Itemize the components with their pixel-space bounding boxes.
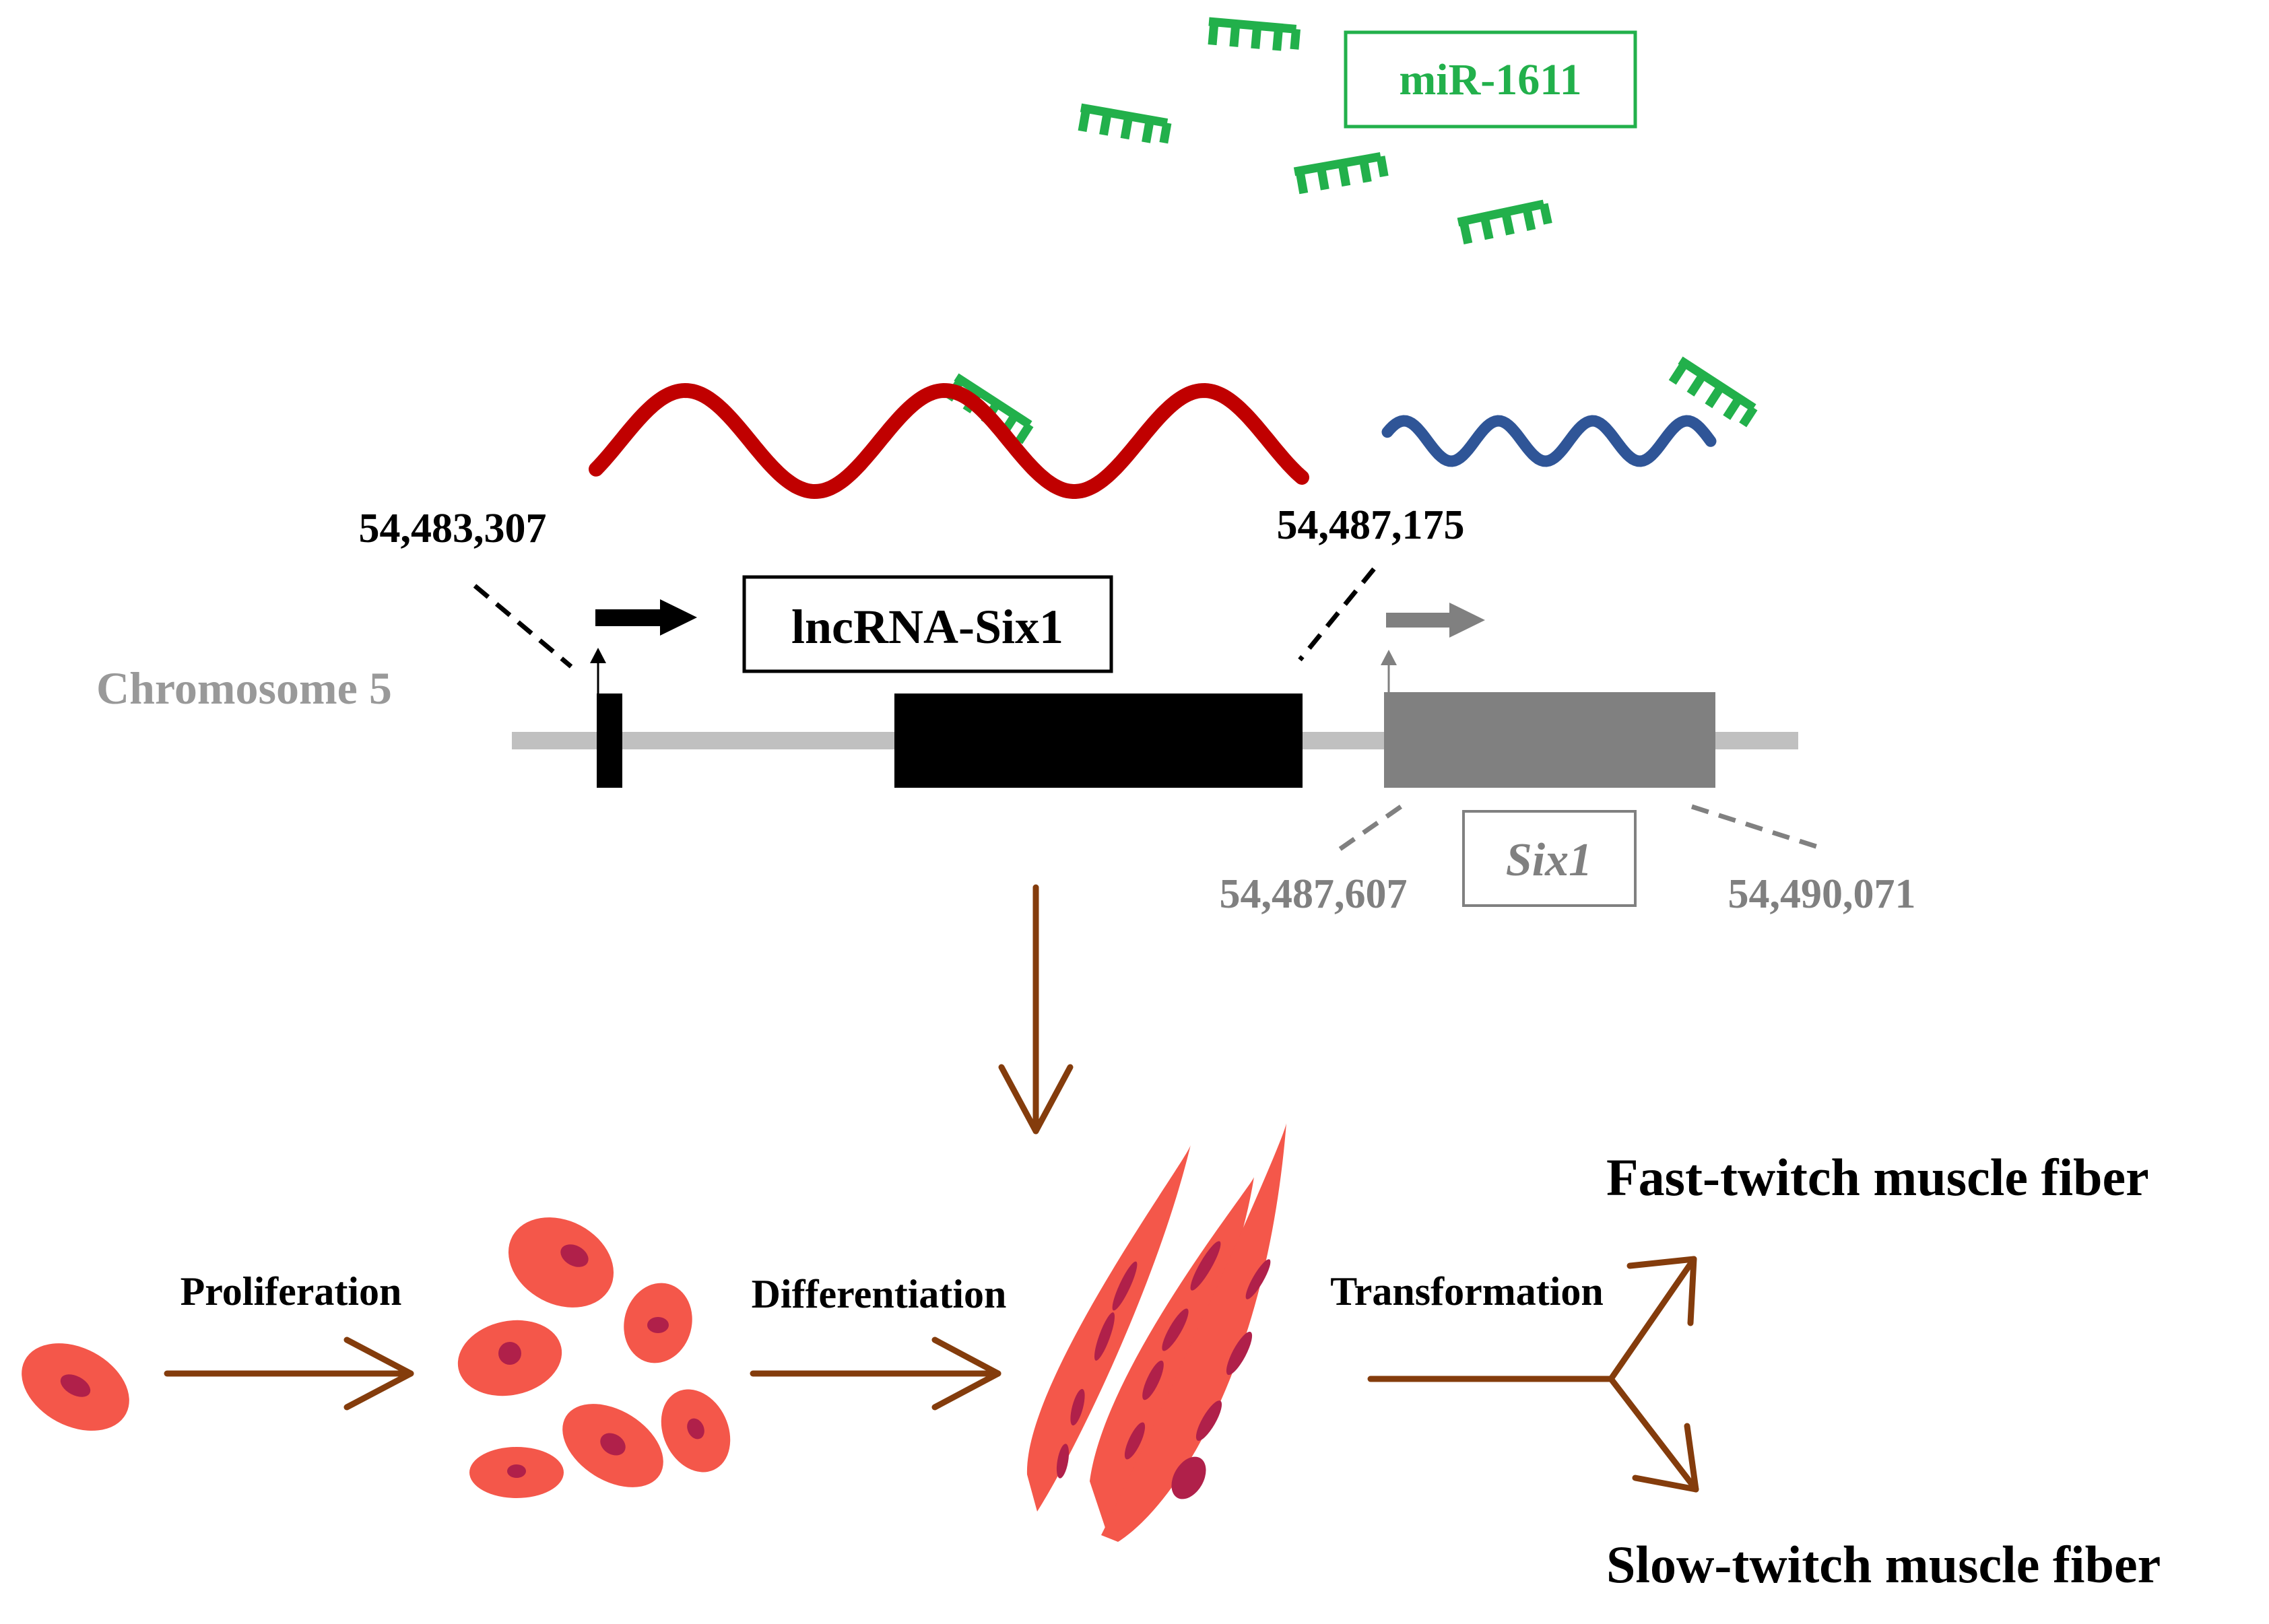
- proliferation-label: Proliferation: [180, 1269, 402, 1314]
- lncrna-end-coordinate: 54,487,175: [1277, 502, 1465, 548]
- lncrna-end-leader: [1298, 567, 1376, 662]
- lncrna-start-leader: [473, 584, 573, 669]
- mirna-label-box: [1344, 30, 1637, 129]
- six1-exon: [1384, 692, 1715, 788]
- lncrna-label-box: [742, 575, 1113, 673]
- myoblast-cluster: [457, 1217, 731, 1498]
- six1-tss-arrow-icon: [1381, 603, 1485, 693]
- lncrna-transcript-wave: [589, 382, 1309, 500]
- mirna-molecule-icon: [1294, 156, 1385, 194]
- six1-label-box: [1462, 810, 1637, 907]
- slow-twitch-fiber-label: Slow-twitch muscle fiber: [1606, 1535, 2161, 1594]
- six1-label: Six1: [1506, 834, 1592, 886]
- transformation-label: Transformation: [1330, 1269, 1604, 1314]
- six1-end-leader: [1690, 804, 1828, 852]
- mirna-label: miR-1611: [1399, 55, 1581, 104]
- mirna-molecule-icon: [1077, 108, 1167, 145]
- lncrna-exon-2: [894, 693, 1303, 788]
- chromosome-label: Chromosome 5: [96, 663, 392, 714]
- six1-transcript-wave: [1381, 415, 1717, 467]
- six1-start-coordinate: 54,487,607: [1220, 871, 1408, 917]
- lncrna-exon-1: [597, 693, 622, 788]
- mirna-molecule-icon: [1458, 204, 1548, 244]
- fast-twitch-fiber-label: Fast-twitch muscle fiber: [1606, 1148, 2149, 1207]
- lncrna-start-coordinate: 54,483,307: [359, 506, 547, 551]
- six1-end-coordinate: 54,490,071: [1728, 871, 1916, 917]
- lncrna-label: lncRNA-Six1: [791, 600, 1063, 654]
- myoblast-single: [22, 1343, 129, 1431]
- differentiation-arrow-icon: [750, 1337, 1001, 1411]
- differentiation-label: Differentiation: [752, 1272, 1007, 1316]
- lncrna-tss-arrow-icon: [590, 599, 697, 693]
- transformation-fork-arrow-icon: [1367, 1256, 1699, 1493]
- mirna-molecule-icon: [1207, 22, 1296, 52]
- six1-start-leader: [1338, 805, 1402, 852]
- proliferation-arrow-icon: [164, 1337, 414, 1411]
- regulation-down-arrow-icon: [998, 884, 1074, 1135]
- myotube-fibers: [1026, 1123, 1286, 1542]
